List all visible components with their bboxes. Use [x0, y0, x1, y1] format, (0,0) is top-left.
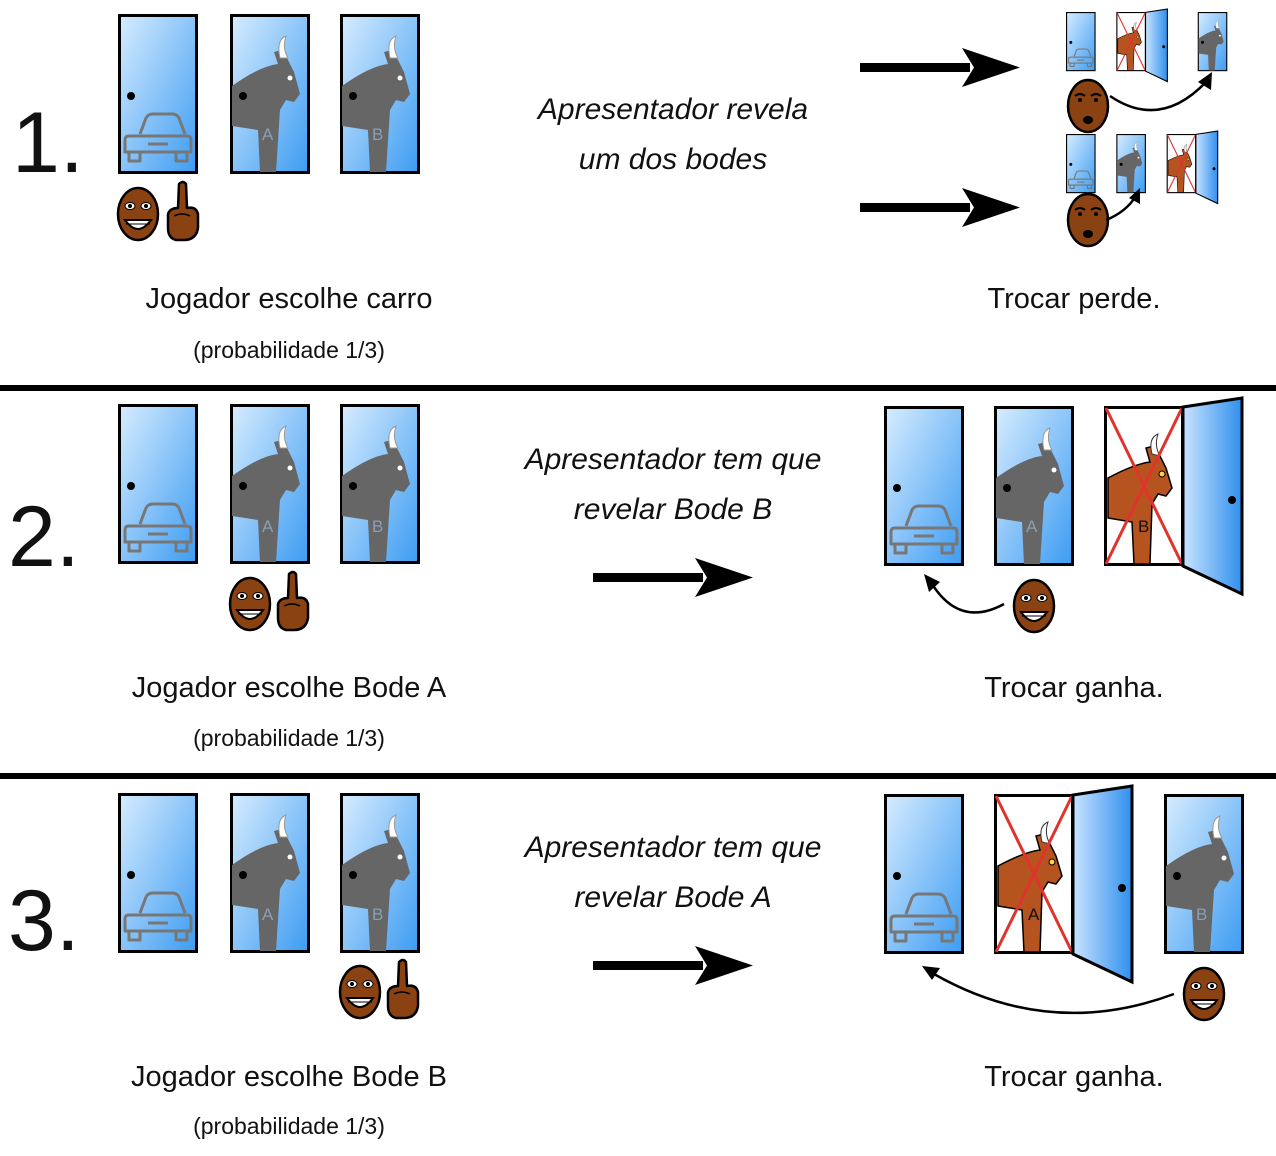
player-sad-face-icon — [1066, 78, 1110, 134]
arrow-right-icon — [593, 558, 753, 597]
host-reveal-line2: revelar Bode B — [574, 493, 772, 526]
door-car — [118, 14, 198, 174]
door-goat-a — [230, 14, 310, 174]
player-choice-caption: Jogador escolhe Bode B — [131, 1061, 447, 1093]
switch-arrow-icon — [1105, 195, 1138, 222]
door-car — [118, 793, 198, 953]
probability-caption: (probabilidade 1/3) — [193, 725, 385, 751]
switch-arrow-icon — [1109, 81, 1207, 112]
door-car — [884, 794, 964, 954]
door-goat-b — [340, 14, 420, 174]
door-goat-a — [230, 793, 310, 953]
door-car — [118, 404, 198, 564]
scenario-row-2: 2. A B Apresentador tem que revelar Bode… — [8, 396, 1244, 751]
switch-arrow-icon — [930, 583, 1005, 614]
goat-label-a: A — [262, 125, 274, 144]
row-divider — [0, 385, 1276, 391]
door-goat-a — [230, 404, 310, 564]
door-goat-a-revealed — [994, 784, 1134, 984]
outcome-goat-b-revealed — [1066, 130, 1219, 205]
player-choice-caption: Jogador escolhe Bode A — [132, 672, 447, 704]
goat-label-a: A — [1028, 905, 1040, 924]
host-reveal-line1: Apresentador tem que — [523, 443, 822, 476]
door-goat-b — [1164, 794, 1244, 954]
pointing-hand-icon — [386, 958, 420, 1020]
door-goat-a — [994, 406, 1074, 566]
row-number: 3. — [8, 873, 80, 969]
probability-caption: (probabilidade 1/3) — [193, 337, 385, 363]
door-goat-b — [340, 404, 420, 564]
player-smiling-face-icon — [1182, 966, 1226, 1022]
goat-label-b: B — [372, 905, 383, 924]
door-goat-b-revealed — [1104, 396, 1244, 596]
scenario-row-3: 3. A B Apresentador tem que revelar Bode… — [8, 784, 1244, 1139]
probability-caption: (probabilidade 1/3) — [193, 1113, 385, 1139]
goat-label-a: A — [262, 905, 274, 924]
host-reveal-line1: Apresentador tem que — [523, 831, 822, 864]
host-reveal-line2: revelar Bode A — [574, 881, 771, 914]
scenario-row-1: 1. A B Apresentador revela um dos bodes — [12, 8, 1228, 363]
row-number: 1. — [12, 95, 84, 191]
player-sad-face-icon — [1066, 192, 1110, 248]
pointing-hand-icon — [276, 570, 310, 632]
player-smiling-face-icon — [116, 186, 160, 242]
goat-label-b: B — [372, 517, 383, 536]
switch-result-caption: Trocar perde. — [988, 283, 1161, 315]
outcome-goat-a-revealed — [1066, 8, 1228, 83]
host-reveal-line1: Apresentador revela — [536, 93, 808, 126]
player-smiling-face-icon — [228, 576, 272, 632]
switch-result-caption: Trocar ganha. — [984, 672, 1163, 704]
door-goat-b — [340, 793, 420, 953]
row-divider — [0, 773, 1276, 779]
player-smiling-face-icon — [1012, 578, 1056, 634]
arrow-right-icon — [860, 48, 1020, 87]
player-smiling-face-icon — [338, 964, 382, 1020]
player-choice-caption: Jogador escolhe carro — [146, 283, 433, 315]
row-number: 2. — [8, 489, 80, 585]
switch-result-caption: Trocar ganha. — [984, 1061, 1163, 1093]
host-reveal-line2: um dos bodes — [579, 143, 767, 176]
pointing-hand-icon — [166, 180, 200, 242]
door-car — [884, 406, 964, 566]
goat-label-a: A — [1026, 517, 1038, 536]
goat-label-b: B — [1196, 905, 1207, 924]
arrow-right-icon — [593, 946, 753, 985]
switch-arrow-icon — [933, 972, 1175, 1015]
goat-label-a: A — [262, 517, 274, 536]
arrow-right-icon — [860, 188, 1020, 227]
goat-label-b: B — [1138, 517, 1149, 536]
goat-label-b: B — [372, 125, 383, 144]
